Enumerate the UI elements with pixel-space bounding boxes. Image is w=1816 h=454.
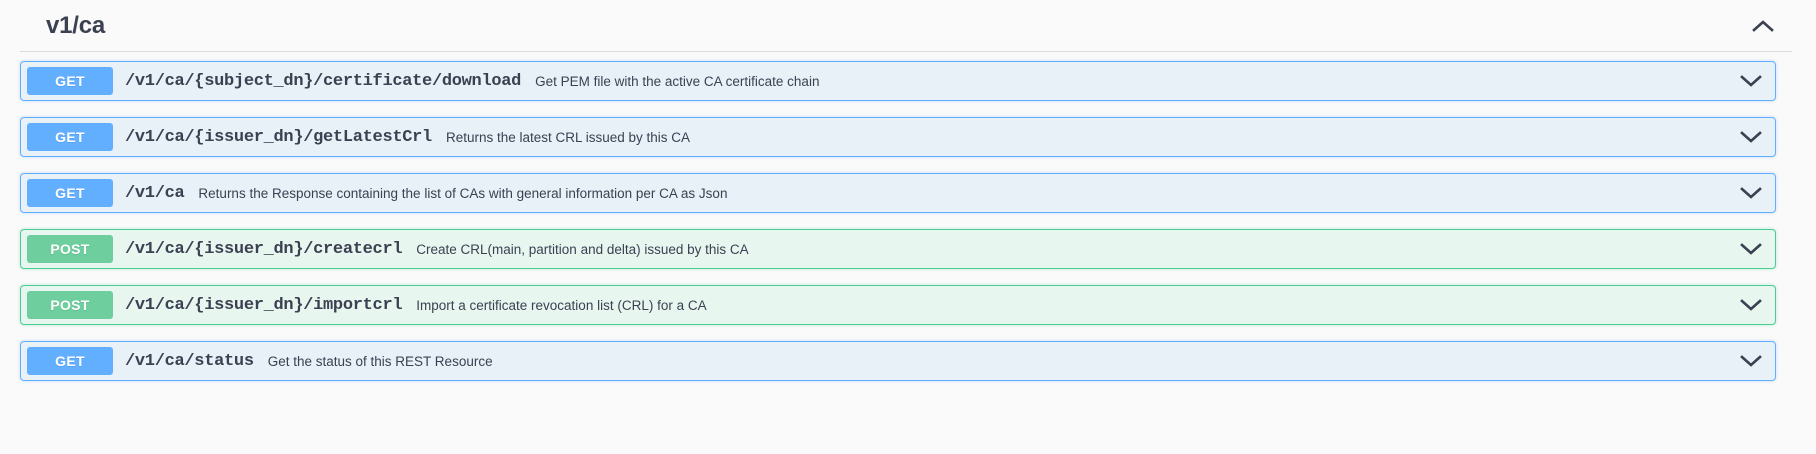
operation-row[interactable]: POST /v1/ca/{issuer_dn}/importcrl Import… [20,285,1776,325]
chevron-down-icon[interactable] [1735,177,1767,209]
http-method-badge: GET [27,123,113,151]
chevron-down-icon[interactable] [1735,345,1767,377]
endpoint-description: Get PEM file with the active CA certific… [535,73,820,89]
endpoint-path: /v1/ca [125,183,185,203]
endpoint-path: /v1/ca/{issuer_dn}/createcrl [125,239,403,259]
chevron-down-icon[interactable] [1735,65,1767,97]
http-method-badge: GET [27,347,113,375]
endpoint-description: Returns the latest CRL issued by this CA [445,129,691,145]
endpoint-description: Get the status of this REST Resource [267,353,493,369]
endpoint-path: /v1/ca/{subject_dn}/certificate/download [125,71,522,91]
operation-row[interactable]: GET /v1/ca/{issuer_dn}/getLatestCrl Retu… [20,117,1776,157]
chevron-up-icon[interactable] [1746,9,1780,43]
chevron-down-icon[interactable] [1735,289,1767,321]
api-tag-section: v1/ca GET /v1/ca/{subject_dn}/certificat… [0,0,1816,381]
operation-row[interactable]: POST /v1/ca/{issuer_dn}/createcrl Create… [20,229,1776,269]
endpoint-path: /v1/ca/status [125,351,254,371]
endpoint-path: /v1/ca/{issuer_dn}/getLatestCrl [125,127,432,147]
page-title: v1/ca [46,11,106,39]
endpoint-description: Returns the Response containing the list… [198,185,728,201]
endpoint-description: Import a certificate revocation list (CR… [416,297,707,313]
tag-header[interactable]: v1/ca [20,0,1792,52]
endpoint-description: Create CRL(main, partition and delta) is… [416,241,749,257]
http-method-badge: GET [27,179,113,207]
chevron-down-icon[interactable] [1735,233,1767,265]
operation-list: GET /v1/ca/{subject_dn}/certificate/down… [0,52,1816,381]
http-method-badge: POST [27,235,113,263]
operation-row[interactable]: GET /v1/ca/status Get the status of this… [20,341,1776,381]
http-method-badge: GET [27,67,113,95]
http-method-badge: POST [27,291,113,319]
endpoint-path: /v1/ca/{issuer_dn}/importcrl [125,295,403,315]
operation-row[interactable]: GET /v1/ca/{subject_dn}/certificate/down… [20,61,1776,101]
operation-row[interactable]: GET /v1/ca Returns the Response containi… [20,173,1776,213]
chevron-down-icon[interactable] [1735,121,1767,153]
